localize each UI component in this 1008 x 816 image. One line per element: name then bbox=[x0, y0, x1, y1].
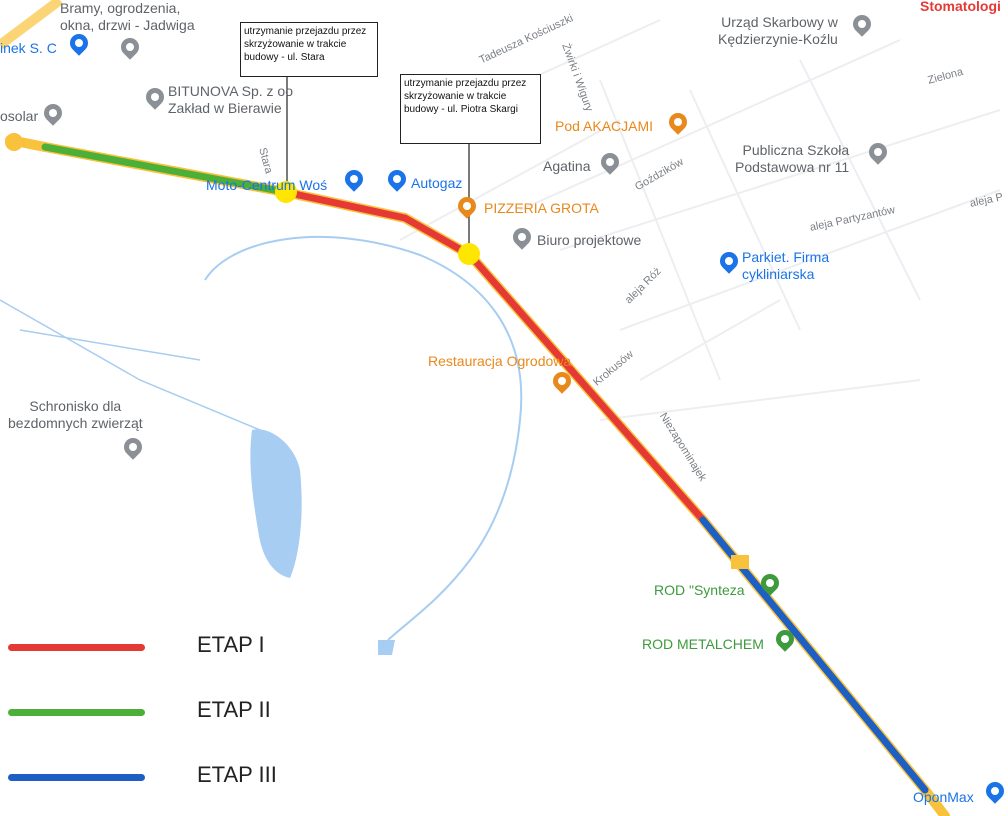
lake bbox=[250, 429, 302, 578]
route-etap-ii bbox=[41, 143, 289, 196]
river-branch bbox=[0, 299, 261, 431]
river bbox=[204, 235, 523, 641]
poi-autogaz[interactable]: Autogaz bbox=[411, 175, 463, 191]
poi-bramy: Bramy, ogrodzenia,okna, drzwi - Jadwiga bbox=[60, 0, 195, 33]
poi-stomatologia[interactable]: Stomatologi bbox=[920, 0, 1001, 14]
poi-restauracja-ogrodowa[interactable]: Restauracja Ogrodowa bbox=[428, 353, 572, 369]
poi-pizzeria-grota[interactable]: PIZZERIA GROTA bbox=[484, 200, 599, 216]
poi-rod-metalchem[interactable]: ROD METALCHEM bbox=[642, 636, 764, 652]
legend-swatch-etap-ii bbox=[8, 709, 145, 716]
crossing-marker-skargi[interactable] bbox=[458, 243, 480, 265]
poi-osolar[interactable]: osolar bbox=[0, 108, 39, 124]
legend-label-etap-iii: ETAP III bbox=[197, 762, 277, 787]
legend-label-etap-ii: ETAP II bbox=[197, 697, 271, 722]
callout-skargi: utrzymanie przejazdu przez skrzyżowanie … bbox=[400, 74, 541, 144]
pond bbox=[378, 640, 395, 655]
poi-rod-synteza[interactable]: ROD "Synteza bbox=[654, 582, 745, 598]
roundabout bbox=[5, 133, 23, 151]
minor-streets bbox=[399, 19, 1001, 421]
legend-label-etap-i: ETAP I bbox=[197, 632, 265, 657]
legend-swatch-etap-i bbox=[8, 644, 145, 651]
legend-swatch-etap-iii bbox=[8, 774, 145, 781]
poi-pod-akacjami[interactable]: Pod AKACJAMI bbox=[555, 118, 654, 134]
poi-sklep[interactable]: inek S. C bbox=[0, 40, 57, 56]
road-number-badge bbox=[731, 555, 749, 569]
road-base bbox=[5, 135, 950, 816]
callout-stara: utrzymanie przejazdu przez skrzyżowanie … bbox=[240, 22, 378, 77]
poi-agatina[interactable]: Agatina bbox=[543, 158, 591, 174]
poi-moto-centrum[interactable]: Moto-Centrum Woś bbox=[206, 177, 328, 193]
poi-biuro-projektowe[interactable]: Biuro projektowe bbox=[537, 232, 642, 248]
highway-top-left bbox=[0, 0, 63, 49]
route-etap-i bbox=[281, 188, 707, 524]
poi-oponmax[interactable]: OponMax bbox=[913, 789, 974, 805]
crossing-marker-stara[interactable] bbox=[275, 181, 297, 203]
